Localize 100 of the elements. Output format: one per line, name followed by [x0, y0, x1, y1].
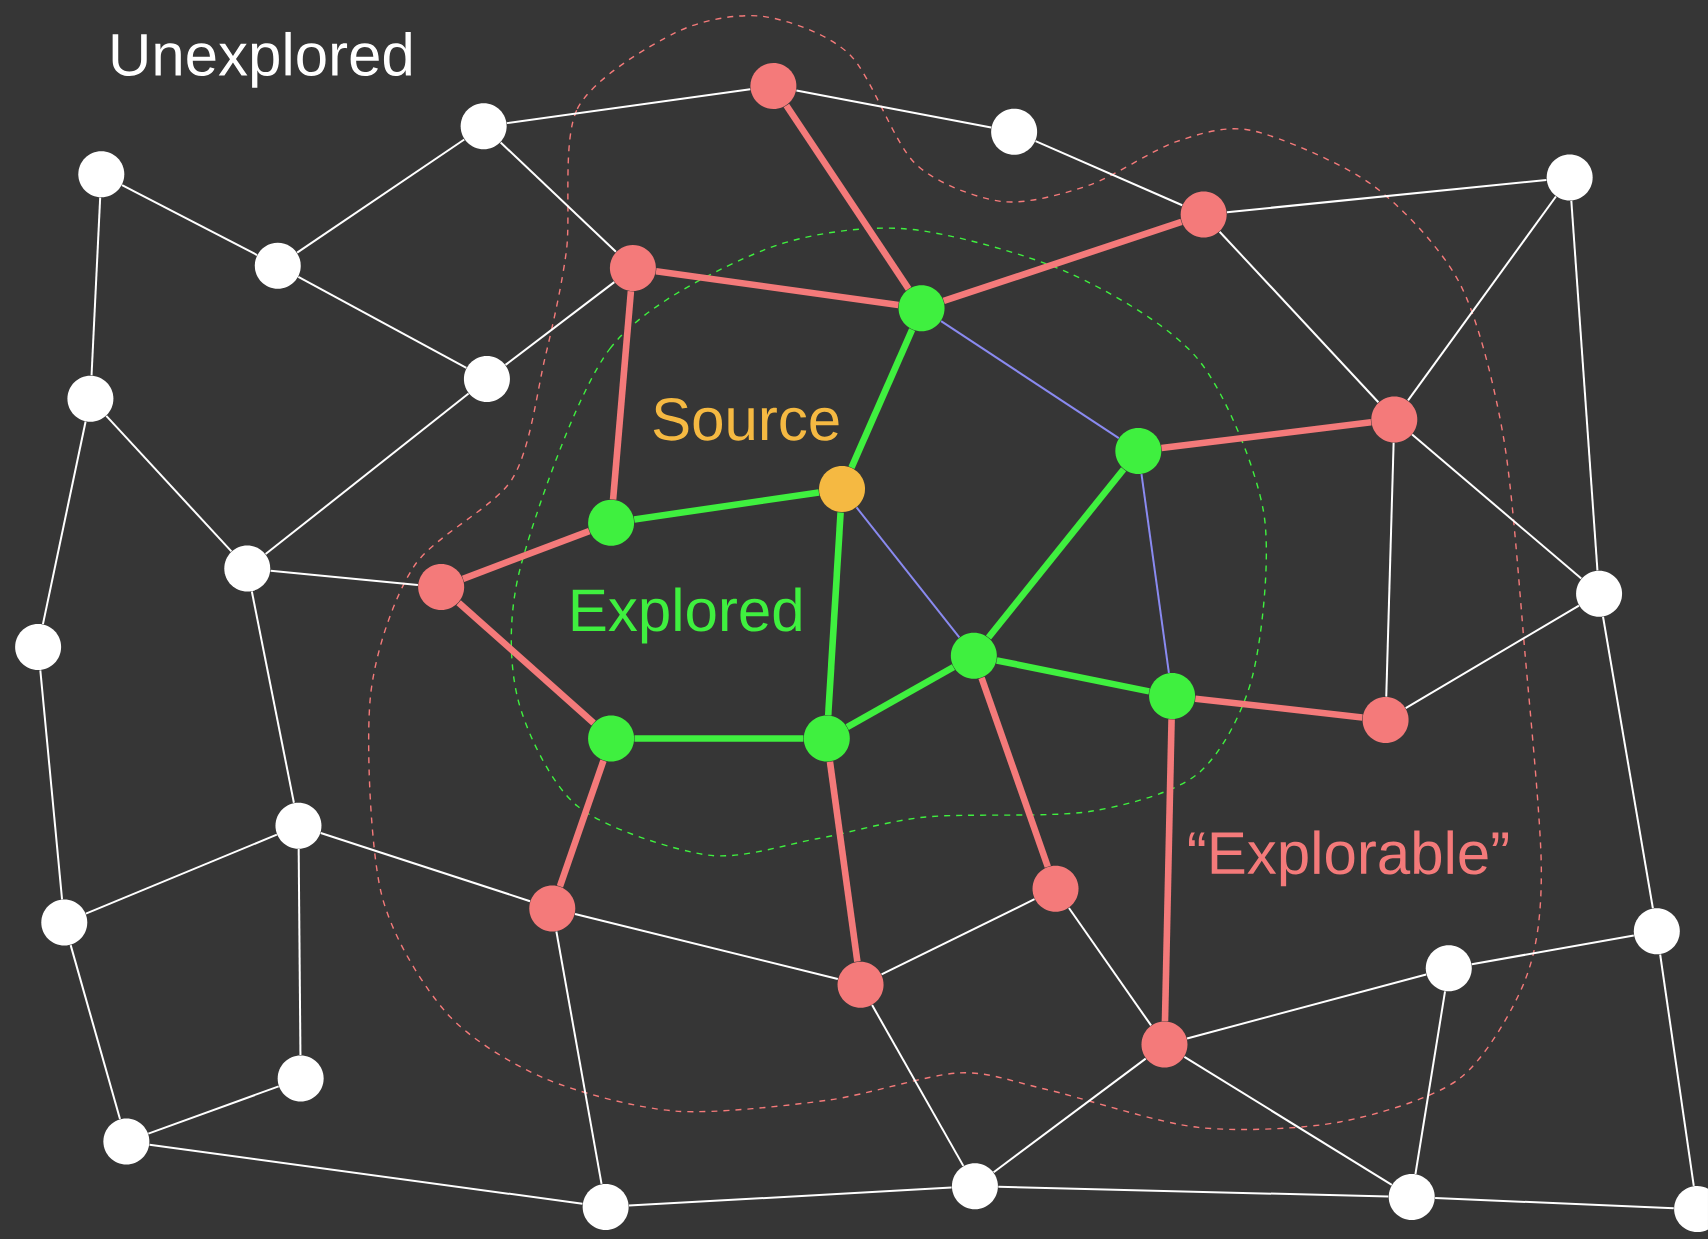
graph-node: [67, 375, 114, 422]
graph-edge: [1407, 195, 1557, 402]
graph-node: [1425, 945, 1472, 992]
graph-edge: [992, 1057, 1147, 1174]
graph-edge: [855, 506, 961, 639]
graph-edge: [1186, 973, 1428, 1040]
graph-edge: [90, 196, 102, 377]
graph-edge: [633, 489, 820, 523]
graph-node: [1115, 427, 1162, 474]
graph-node: [1388, 1174, 1435, 1221]
graph-edge: [499, 141, 617, 253]
graph-edge: [84, 833, 278, 915]
graph-edge: [264, 392, 470, 556]
graph-node: [15, 624, 62, 671]
graph-edge: [1183, 1055, 1393, 1186]
graph-edge: [783, 103, 912, 291]
graph-node: [1362, 697, 1409, 743]
graph-edge: [1067, 907, 1153, 1027]
graph-edge: [978, 676, 1051, 868]
graph-node: [41, 899, 88, 946]
graph-edge: [121, 184, 258, 256]
graph-node: [991, 108, 1038, 155]
graph-edge: [795, 89, 993, 129]
graph-edge: [1218, 230, 1380, 404]
graph-edge: [319, 831, 532, 903]
graph-edge: [655, 267, 899, 309]
region-label: Source: [653, 398, 839, 441]
graph-edge: [1140, 473, 1170, 674]
graph-node: [103, 1118, 150, 1165]
graph-edge: [505, 88, 752, 125]
graph-node: [609, 244, 656, 291]
graph-node: [1674, 1186, 1708, 1233]
graph-edge: [1161, 719, 1175, 1022]
graph-edge: [997, 1185, 1390, 1198]
graph-node: [418, 564, 465, 611]
graph-edge: [504, 281, 616, 366]
graph-edge: [574, 913, 839, 981]
graph-edge: [1194, 695, 1363, 721]
graph-edge: [1411, 433, 1583, 580]
graph-edge: [1570, 199, 1599, 572]
graph-edge: [69, 944, 121, 1121]
graph-node: [78, 151, 125, 198]
graph-node: [275, 802, 322, 849]
graph-edge: [826, 761, 861, 962]
graph-node: [1141, 1021, 1188, 1068]
graph-edge: [1470, 934, 1635, 966]
graph-edge: [41, 420, 87, 626]
graph-edge: [39, 669, 64, 901]
graph-node: [750, 63, 797, 110]
graph-edge: [1404, 604, 1580, 710]
graph-node: [529, 885, 576, 932]
graph-edge: [940, 320, 1120, 440]
region-label: Unexplored: [112, 31, 411, 88]
graph-edge: [297, 848, 302, 1056]
graph-edge: [871, 1004, 965, 1167]
graph-node: [1032, 865, 1079, 912]
graph-node: [588, 715, 635, 762]
graph-edge: [297, 275, 468, 369]
graph-edge: [1659, 953, 1695, 1187]
graph-edge: [1434, 1197, 1675, 1210]
graph-edge: [996, 657, 1150, 695]
graph-node: [588, 499, 635, 546]
graph-edge: [1602, 615, 1654, 910]
graph-edge: [985, 467, 1127, 640]
graph-node: [819, 466, 866, 513]
graph-node: [460, 103, 507, 150]
graph-edge: [1161, 418, 1372, 452]
graph-node: [1371, 396, 1418, 443]
graph-node: [898, 285, 945, 332]
graph-edge: [845, 664, 956, 730]
graph-edge: [880, 898, 1036, 976]
graph-node: [277, 1055, 324, 1102]
graph-edge: [105, 414, 233, 553]
graph-edge: [848, 328, 916, 469]
graph-node: [1546, 154, 1593, 201]
graph-edge: [1034, 140, 1184, 207]
graph-node: [803, 715, 850, 762]
graph-edge: [556, 759, 607, 888]
graph-edge: [250, 590, 295, 804]
graph-edge: [942, 218, 1183, 305]
graph-node: [837, 961, 884, 1008]
graph-node: [1180, 191, 1227, 238]
graph-edge: [1225, 178, 1548, 214]
graph-edge: [296, 138, 466, 254]
graph-node: [582, 1183, 629, 1230]
graph-edge: [461, 528, 591, 582]
graph-edge: [628, 1186, 953, 1207]
graph-node: [463, 356, 510, 403]
graph-node: [950, 632, 997, 679]
graph-edge: [147, 1085, 280, 1135]
graph-edge: [1385, 441, 1395, 698]
graph-edge: [1414, 990, 1447, 1175]
graph-node: [1149, 673, 1196, 720]
graph-node: [1576, 570, 1623, 617]
graph-node: [951, 1163, 998, 1210]
graph-edge: [634, 735, 804, 742]
graph-node: [254, 242, 301, 289]
graph-node: [224, 545, 271, 592]
graph-edge: [555, 930, 603, 1185]
graph-edge: [148, 1143, 584, 1205]
